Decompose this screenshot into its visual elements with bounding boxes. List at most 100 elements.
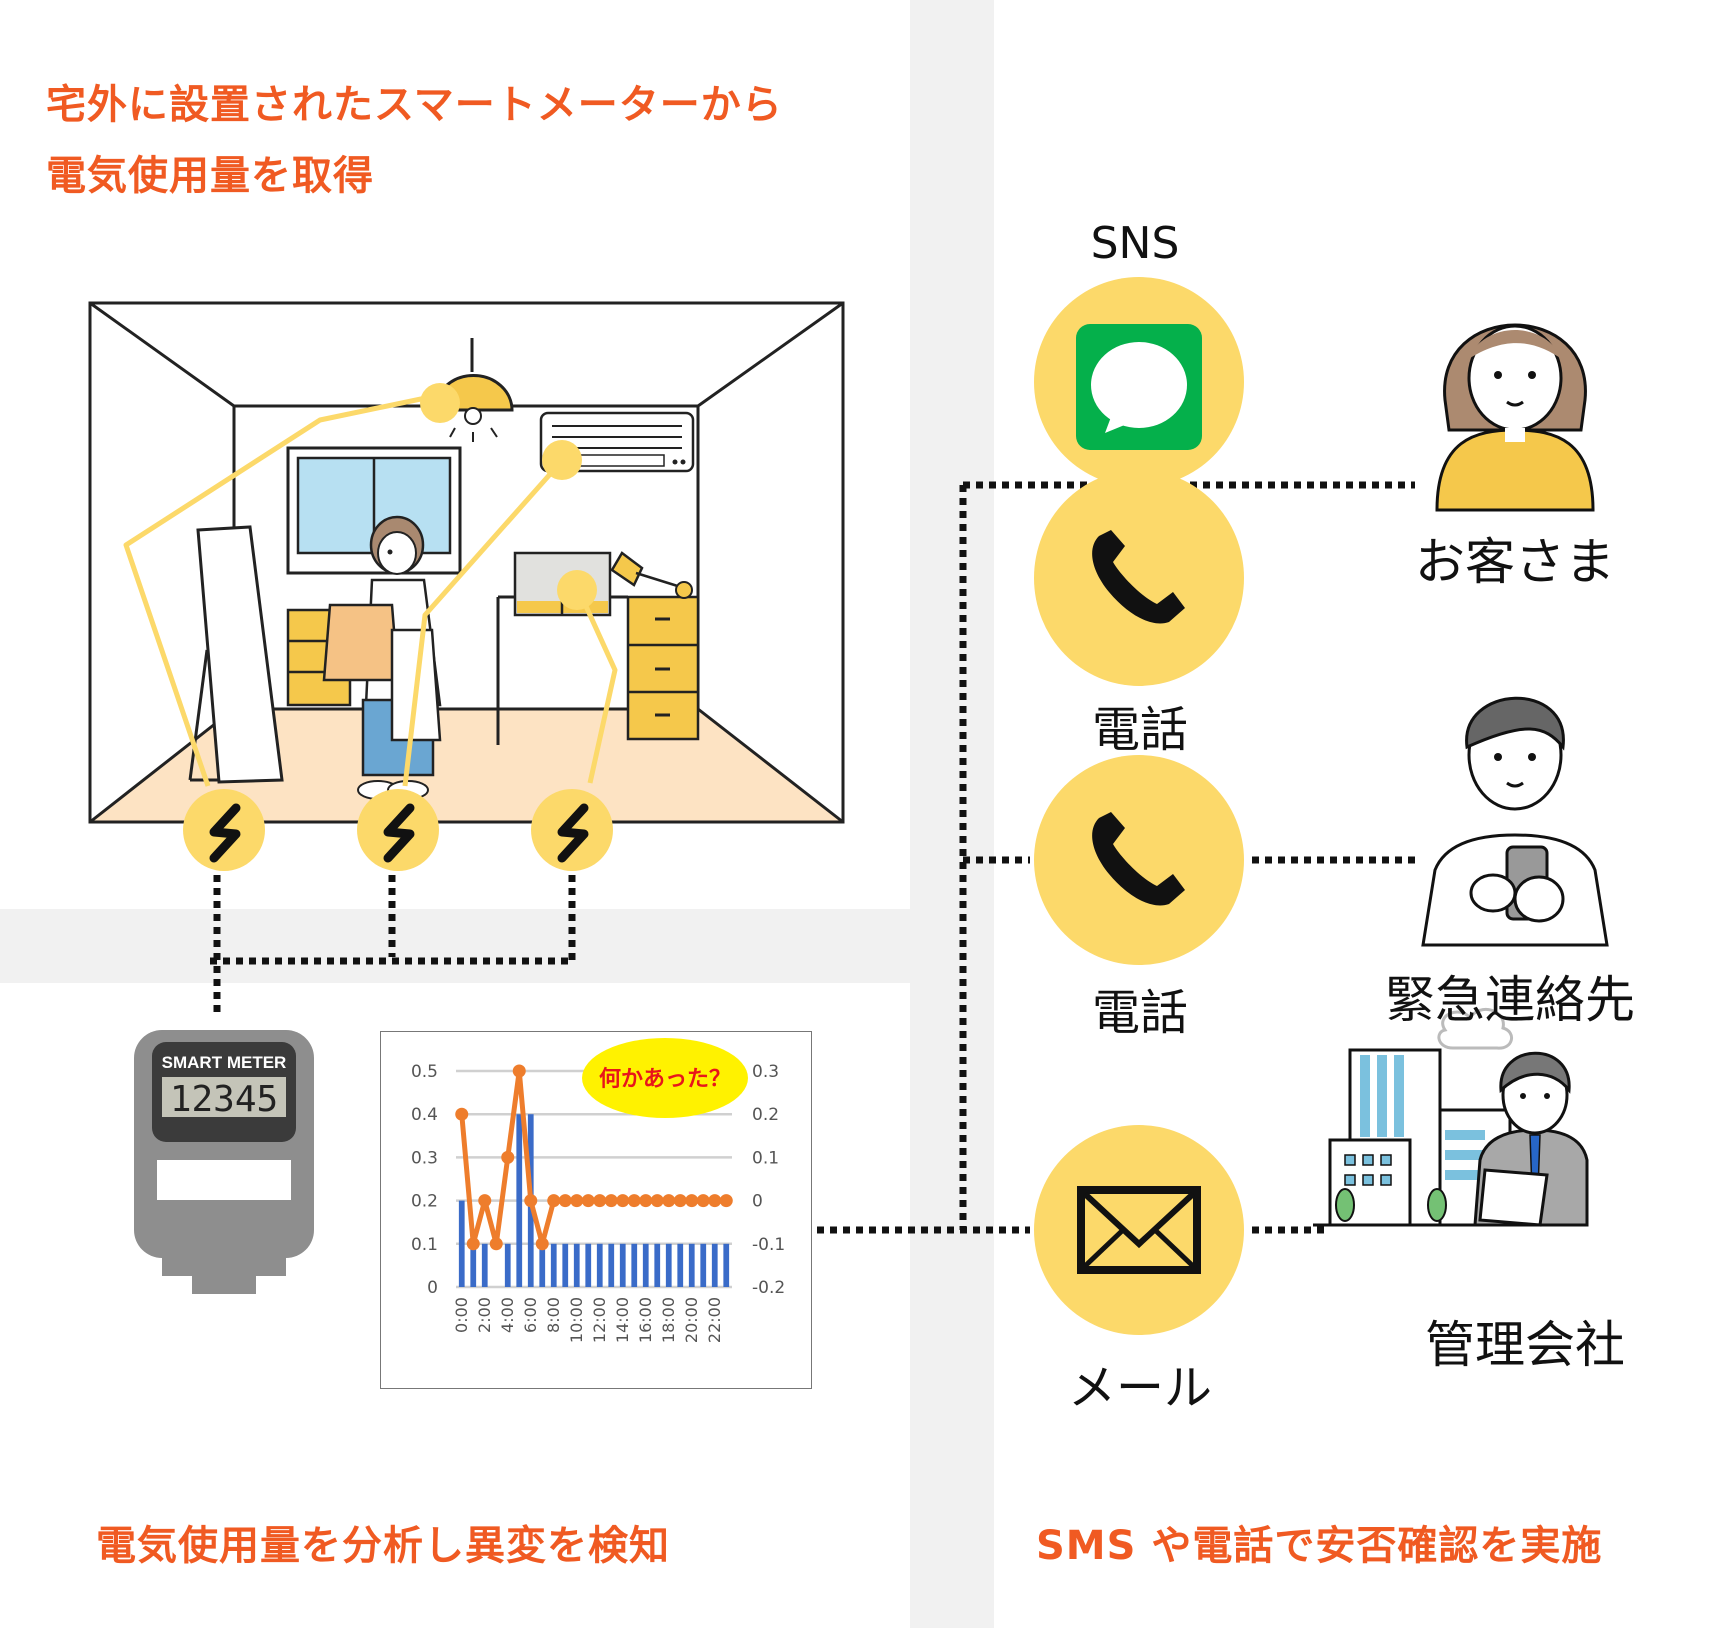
change-point: [719, 1194, 733, 1208]
x-tick-label: 16:00: [636, 1297, 655, 1343]
channel-label-sns: SNS: [1090, 218, 1180, 269]
x-tick-label: 18:00: [659, 1297, 678, 1343]
usage-bar: [631, 1243, 638, 1287]
change-point: [627, 1194, 641, 1208]
y-tick-label-right: 0.3: [752, 1062, 779, 1082]
x-tick-label: 12:00: [590, 1297, 609, 1343]
usage-bar: [711, 1243, 718, 1287]
y-tick-label-left: 0.5: [411, 1062, 438, 1082]
lamp-sensor-dot: [420, 383, 460, 423]
x-tick-label: 2:00: [475, 1297, 494, 1333]
y-tick-label-left: 0.4: [411, 1105, 438, 1125]
y-tick-label-right: 0.1: [752, 1148, 779, 1168]
change-point: [512, 1064, 526, 1078]
usage-bar: [562, 1243, 569, 1287]
usage-bar: [608, 1243, 615, 1287]
room-illustration: [88, 301, 845, 871]
change-point: [685, 1194, 699, 1208]
anomaly-bubble: [582, 1038, 748, 1118]
usage-bar: [458, 1200, 465, 1287]
smart-meter: SMART METER 12345: [134, 1030, 314, 1294]
channel-label-phone-2: 電話: [1091, 985, 1188, 1041]
change-point: [547, 1194, 561, 1208]
outlet-1: [183, 789, 265, 871]
y-tick-label-right: 0: [752, 1192, 763, 1212]
change-point: [455, 1107, 469, 1121]
y-tick-label-left: 0.1: [411, 1235, 438, 1255]
x-tick-label: 20:00: [682, 1297, 701, 1343]
x-tick-label: 6:00: [521, 1297, 540, 1333]
change-point: [570, 1194, 584, 1208]
monitor-sensor-dot: [557, 570, 597, 610]
y-tick-label-left: 0: [427, 1278, 438, 1298]
change-point: [466, 1237, 480, 1251]
x-tick-label: 0:00: [452, 1297, 471, 1333]
man-with-phone-icon: [1421, 696, 1609, 947]
appliance-wiring: [123, 392, 618, 787]
desk-lamp-icon: [610, 551, 693, 599]
office-worker-icon: [1313, 1007, 1589, 1227]
change-point: [662, 1194, 676, 1208]
change-point: [708, 1194, 722, 1208]
channel-mail: [1034, 1125, 1244, 1335]
change-point: [581, 1194, 595, 1208]
usage-bar: [550, 1243, 557, 1287]
usage-bar: [596, 1243, 603, 1287]
y-tick-label-right: -0.2: [752, 1278, 785, 1298]
outlet-3: [531, 789, 613, 871]
x-tick-label: 14:00: [613, 1297, 632, 1343]
usage-bar: [573, 1243, 580, 1287]
recipient-label-customer: お客さま: [1415, 533, 1615, 591]
channel-phone-1: [1034, 470, 1244, 686]
usage-bar: [470, 1243, 477, 1287]
vertical-divider-strip: [910, 0, 994, 1628]
x-tick-label: 22:00: [705, 1297, 724, 1343]
outlet-2: [357, 789, 439, 871]
aircon-sensor-dot: [542, 440, 582, 480]
y-tick-label-left: 0.3: [411, 1148, 438, 1168]
channel-phone-2: [1034, 755, 1244, 965]
anomaly-annotation: 何かあった？: [599, 1066, 731, 1092]
change-point: [650, 1194, 664, 1208]
heading-analysis: 電気使用量を分析し異変を検知: [96, 1523, 670, 1569]
envelope-icon: [1077, 1186, 1201, 1274]
channel-sns: [1034, 277, 1244, 487]
phone-icon: [1092, 812, 1185, 906]
x-tick-label: 4:00: [498, 1297, 517, 1333]
change-point: [489, 1237, 503, 1251]
horizontal-divider-strip: [0, 909, 910, 983]
woman-avatar-icon: [1435, 323, 1595, 512]
phone-icon: [1092, 530, 1185, 624]
usage-bar: [516, 1114, 523, 1287]
change-point: [696, 1194, 710, 1208]
change-point: [673, 1194, 687, 1208]
lightning-icon: [209, 803, 241, 863]
change-point: [524, 1194, 538, 1208]
usage-bar: [688, 1243, 695, 1287]
lightning-icon: [557, 803, 589, 863]
usage-bar: [677, 1243, 684, 1287]
change-point: [616, 1194, 630, 1208]
recipient-label-emergency-contact: 緊急連絡先: [1385, 971, 1635, 1029]
change-point: [593, 1194, 607, 1208]
usage-bar: [619, 1243, 626, 1287]
y-tick-label-left: 0.2: [411, 1192, 438, 1212]
change-point: [478, 1194, 492, 1208]
usage-bar: [481, 1243, 488, 1287]
channel-label-phone-1: 電話: [1091, 702, 1188, 758]
usage-bar: [700, 1243, 707, 1287]
change-point: [535, 1237, 549, 1251]
change-point: [604, 1194, 618, 1208]
heading-safety-check: SMS や電話で安否確認を実施: [1036, 1523, 1603, 1569]
heading-data-acquisition-line2: 電気使用量を取得: [46, 153, 374, 199]
change-point: [639, 1194, 653, 1208]
usage-bar: [654, 1243, 661, 1287]
x-tick-label: 8:00: [544, 1297, 563, 1333]
y-tick-label-right: 0.2: [752, 1105, 779, 1125]
change-point: [558, 1194, 572, 1208]
room-outer-frame: [88, 301, 845, 824]
change-point: [501, 1150, 515, 1164]
meter-title: SMART METER: [162, 1053, 287, 1072]
